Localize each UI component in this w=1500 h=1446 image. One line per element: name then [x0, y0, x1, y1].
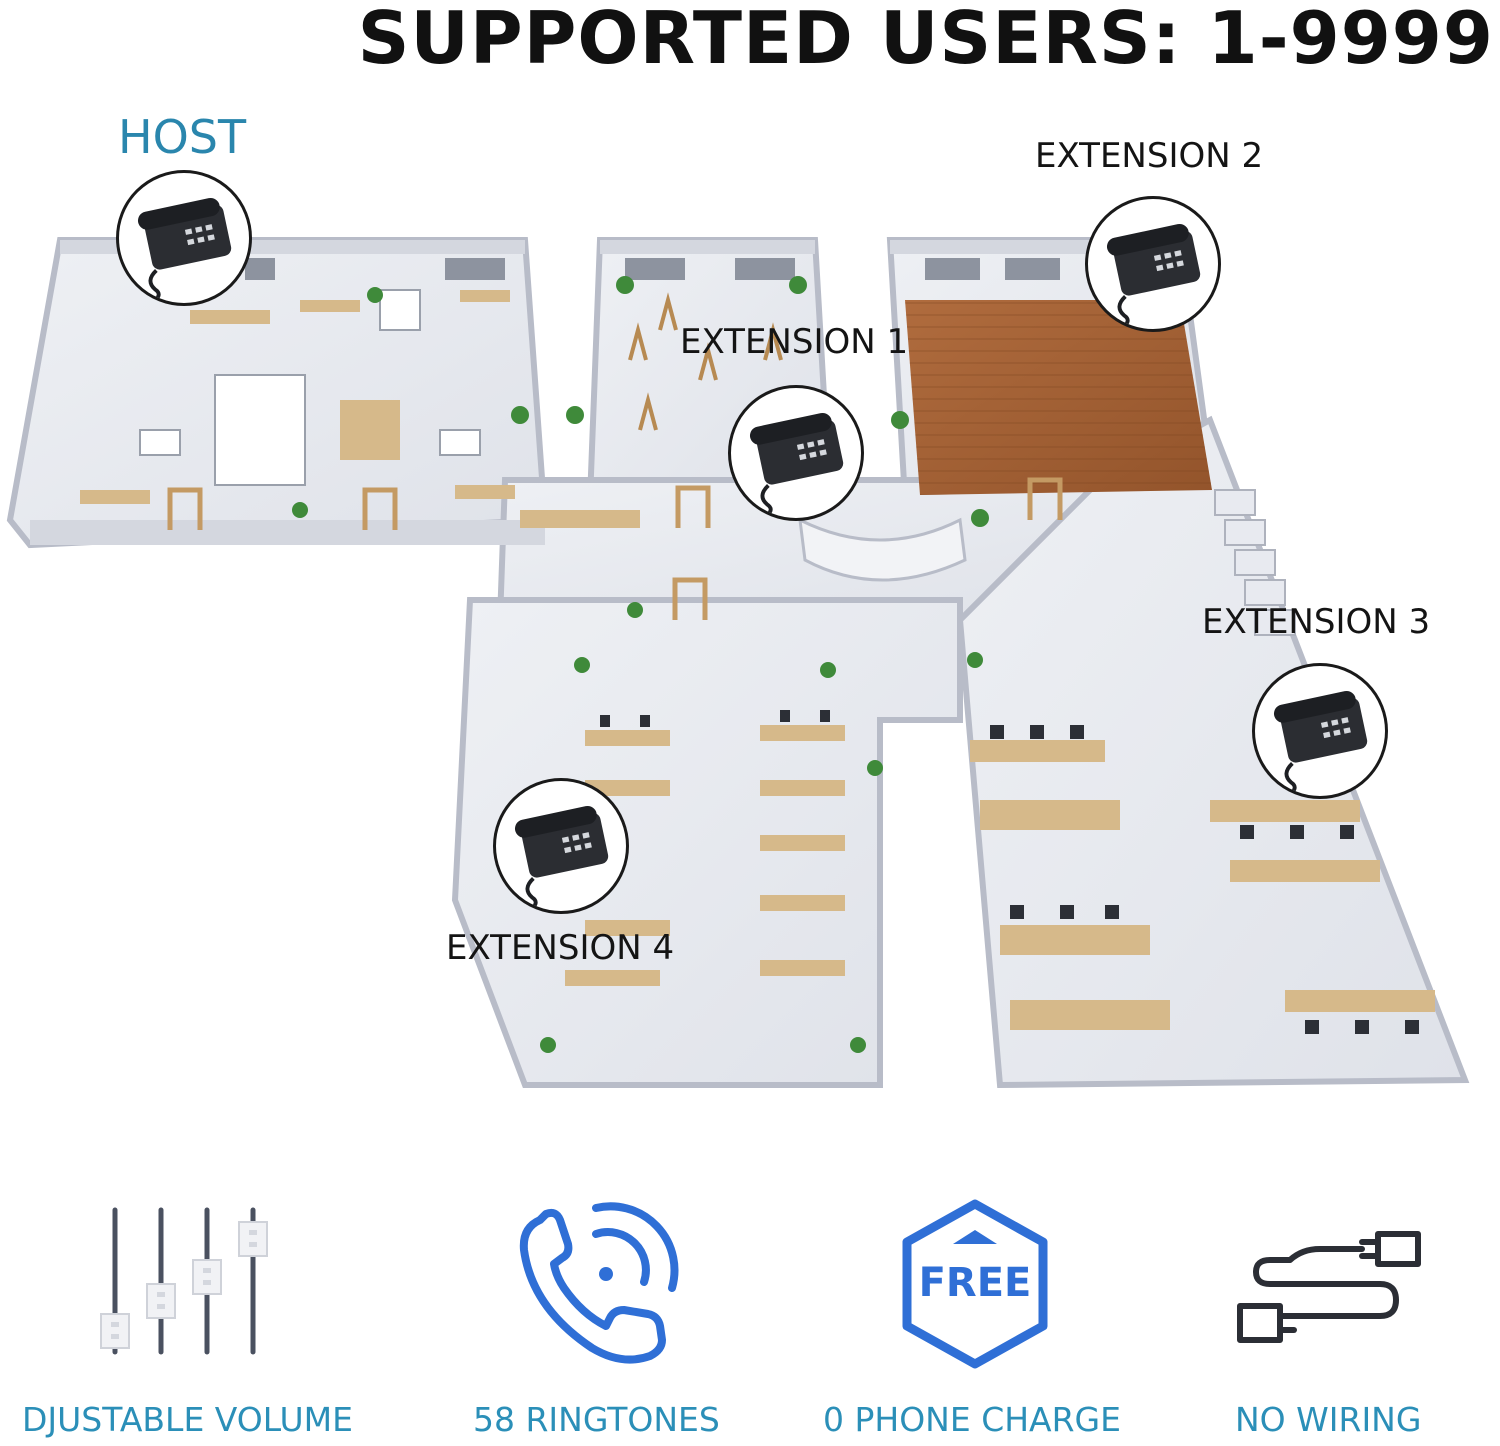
extension-4-phone-icon	[493, 778, 629, 914]
extension-1-phone-icon	[728, 385, 864, 521]
feature-label-ringtones: 58 RINGTONES	[473, 1400, 720, 1439]
headline: SUPPORTED USERS: 1-9999	[357, 0, 1494, 80]
volume-sliders-icon	[100, 1207, 268, 1355]
host-phone-icon	[116, 170, 252, 306]
free-badge-text: FREE	[919, 1260, 1032, 1306]
feature-label-volume: DJUSTABLE VOLUME	[22, 1400, 353, 1439]
cable-plug-icon	[1237, 1231, 1421, 1343]
host-label: HOST	[118, 110, 247, 164]
extension-3-phone-icon	[1252, 663, 1388, 799]
extension-3-label: EXTENSION 3	[1202, 602, 1431, 642]
free-badge-icon: FREE	[902, 1199, 1048, 1369]
extension-2-label: EXTENSION 2	[1035, 136, 1264, 176]
office-floorplan-illustration	[6, 237, 1470, 1089]
feature-label-phone-charge: 0 PHONE CHARGE	[823, 1400, 1121, 1439]
extension-2-phone-icon	[1085, 196, 1221, 332]
feature-row: FREE DJUSTABLE VOLUME 58 RINGTONES 0 PHO…	[0, 1190, 1500, 1446]
ringing-phone-icon	[519, 1202, 679, 1364]
feature-label-no-wiring: NO WIRING	[1235, 1400, 1422, 1439]
extension-4-label: EXTENSION 4	[446, 928, 675, 968]
extension-1-label: EXTENSION 1	[680, 322, 909, 362]
